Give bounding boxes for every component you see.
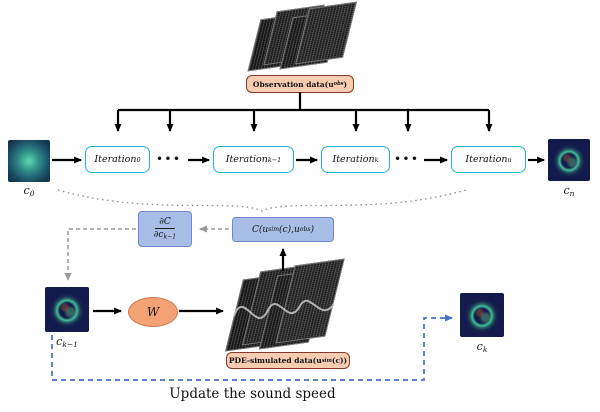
label-c0: c0 [8, 184, 50, 198]
gradient-den-base: ∂c [153, 230, 164, 241]
wave-operator-ellipse: W [128, 297, 178, 327]
loss-p4: (c), [279, 224, 294, 235]
dots-text: ••• [156, 154, 182, 165]
speed-map-cn [548, 139, 590, 181]
label-ck-prev: ck−1 [43, 335, 91, 349]
gradient-numerator: ∂C [155, 217, 175, 230]
iteration-k-1-label: Iteration [225, 154, 268, 165]
dots-text: ••• [394, 154, 420, 165]
observation-label-var: u [328, 79, 334, 89]
wave-operator-label: W [146, 305, 160, 319]
iteration-k-label: Iteration [332, 154, 375, 165]
gradient-box: ∂C ∂ck−1 [138, 211, 192, 247]
label-ck-sub: k [482, 345, 488, 355]
label-cn: cn [548, 184, 590, 198]
observation-label-sub: obs [333, 81, 344, 87]
label-c0-sub: 0 [29, 189, 35, 199]
pde-label-pre: PDE-simulated data( [228, 356, 317, 365]
figure-caption: Update the sound speed [169, 386, 336, 402]
observation-data-stack [247, 1, 357, 72]
label-ck: ck [460, 340, 504, 354]
pde-label-sub: sim [321, 357, 332, 364]
iteration-0-label: Iteration [94, 154, 137, 165]
iteration-n-label: Iteration [465, 154, 508, 165]
speed-map-ck-prev [45, 287, 89, 332]
speed-map-c0 [8, 140, 50, 182]
observation-label-post: ) [343, 79, 348, 89]
label-ck-prev-sub: k−1 [62, 340, 78, 350]
iteration-k-sub: k [374, 155, 379, 164]
speed-map-ck [460, 293, 504, 337]
iteration-k-1-sub: k−1 [267, 155, 282, 164]
loss-p6: obs [299, 226, 311, 233]
ellipsis-dots-right: ••• [392, 146, 422, 173]
iteration-0-sub: 0 [136, 155, 141, 164]
label-ck-base: c [476, 340, 483, 353]
gradient-fraction: ∂C ∂ck−1 [154, 217, 176, 241]
loss-p7: ) [310, 224, 315, 235]
loss-p5: u [293, 224, 300, 235]
loss-p2: u [262, 224, 269, 235]
loss-p1: C( [251, 224, 263, 235]
ellipsis-dots-left: ••• [154, 146, 184, 173]
gradient-den-sub: k−1 [163, 234, 177, 241]
label-cn-base: c [563, 184, 570, 197]
pde-label-post: (c)) [331, 356, 348, 365]
expansion-brace [57, 189, 467, 212]
observation-label-pre: Observation data( [252, 79, 329, 89]
dashed-arrow-gradient-to-ckprev [64, 228, 136, 281]
loss-p3: sim [268, 226, 280, 233]
iteration-n-sub: n [507, 155, 512, 164]
label-c0-base: c [23, 184, 30, 197]
label-cn-sub: n [569, 189, 575, 199]
wavefield-curve [233, 299, 335, 319]
pde-simulated-stack [225, 258, 345, 352]
gradient-denominator: ∂ck−1 [154, 229, 176, 241]
